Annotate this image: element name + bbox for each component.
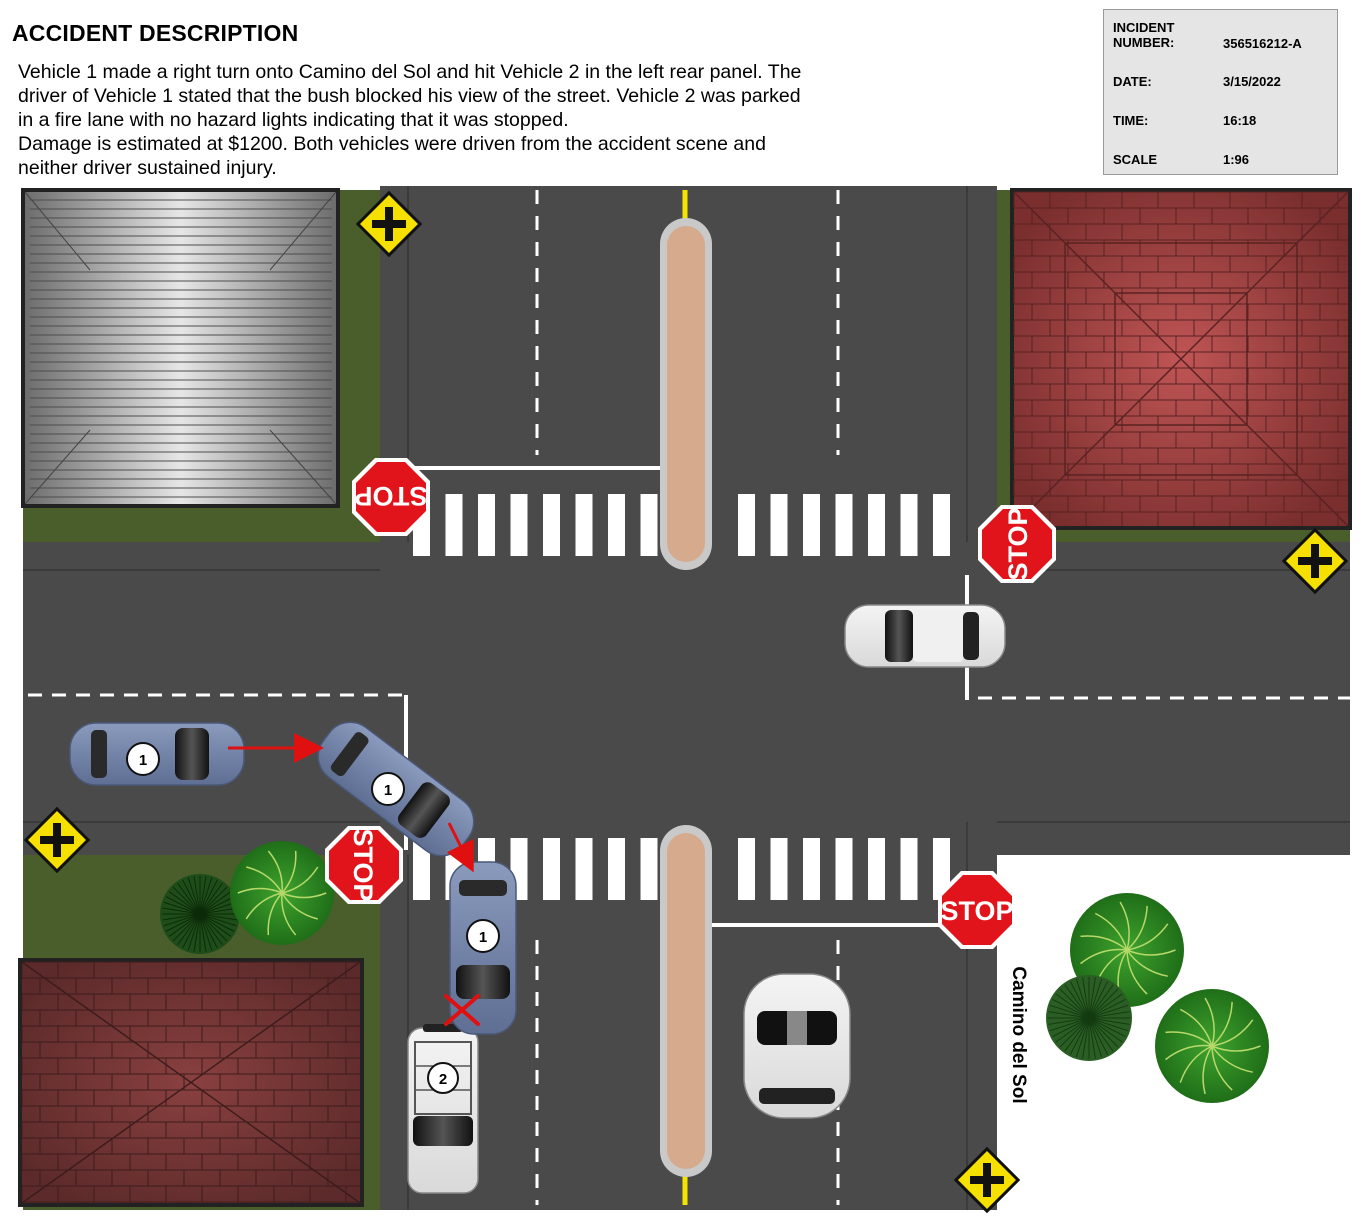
vehicle-2-pickup: 2 [407,1024,479,1194]
scale-value: 1:96 [1223,152,1250,167]
white-car-east [844,604,1006,668]
crosswalk-stripe [640,494,658,556]
crosswalk-stripe [868,838,885,900]
house-nw-gray [21,188,340,508]
stop-sign-sw: STOP [325,826,403,904]
description-line: in a fire lane with no hazard lights ind… [18,109,569,131]
crosswalk-stripe [478,494,495,556]
description-line: driver of Vehicle 1 stated that the bush… [18,85,801,107]
crosswalk-stripe [575,494,593,556]
incident-number-value: 356516212-A [1223,36,1302,51]
description-line: Damage is estimated at $1200. Both vehic… [18,133,766,155]
street-name-text: Camino del Sol [1008,966,1029,1104]
crosswalk-stripe [803,494,820,556]
crossroad-warning-sign-ne [1281,527,1349,595]
bush-se-dark [1046,975,1132,1061]
crosswalk-stripe [933,838,950,900]
incident-info-box: INCIDENT NUMBER: 356516212-A DATE: 3/15/… [1103,9,1338,175]
description-line: Vehicle 1 made a right turn onto Camino … [18,61,802,83]
vehicle-1-label: 1 [139,752,147,769]
time-label: TIME: [1113,113,1149,128]
time-value: 16:18 [1223,113,1257,128]
bush-sw-dark [160,874,240,954]
house-ne-red [1010,188,1352,530]
incident-label-line2: NUMBER: [1113,35,1175,50]
stop-sign-text: STOP [940,896,1013,926]
street-name-label: Camino del Sol [1003,950,1033,1120]
vehicle-1-label: 1 [479,929,487,946]
path-arrow-2 [446,822,474,873]
crosswalk-south [413,838,950,900]
description-line: neither driver sustained injury. [18,157,277,179]
stop-sign-text: STOP [348,828,378,901]
crosswalk-stripe [543,838,560,900]
crosswalk-stripe [543,494,560,556]
page-title: ACCIDENT DESCRIPTION [12,20,299,46]
crosswalk-north [413,494,950,556]
crosswalk-stripe [608,838,625,900]
crosswalk-stripe [900,494,918,556]
crosswalk-stripe [835,838,853,900]
stop-sign-text: STOP [1003,507,1033,580]
vehicle-2-badge [427,1062,459,1094]
accident-description: Vehicle 1 made a right turn onto Camino … [18,60,918,180]
house-sw-brown [18,958,364,1207]
stop-sign-nw: STOP [352,458,430,536]
crossroad-warning-sign-sw [23,806,91,874]
crosswalk-stripe [933,494,950,556]
crosswalk-stripe [738,838,755,900]
stop-sign-ne: STOP [978,505,1056,583]
date-value: 3/15/2022 [1223,74,1281,89]
stop-sign-se: STOP [938,871,1016,949]
vehicle-1-position-a: 1 [69,722,245,786]
crosswalk-stripe [868,494,885,556]
scale-label: SCALE [1113,152,1158,167]
tree-se-2 [1155,989,1269,1103]
vehicle-1-position-b: 1 [317,721,475,857]
crosswalk-stripe [575,838,593,900]
crosswalk-stripe [510,494,528,556]
stop-sign-text: STOP [354,481,427,511]
crosswalk-stripe [445,494,463,556]
tree-sw [230,841,334,945]
vehicle-1-position-c: 1 [449,861,517,1035]
incident-label-line1: INCIDENT [1113,20,1175,35]
date-label: DATE: [1113,74,1152,89]
crosswalk-stripe [770,494,788,556]
impact-point-marker [444,994,480,1026]
crossroad-warning-sign-se [953,1146,1021,1214]
crosswalk-stripe [835,494,853,556]
incident-label: INCIDENT NUMBER: [1113,20,1174,50]
crosswalk-stripe [803,838,820,900]
white-car-north [743,973,851,1119]
crosswalk-stripe [738,494,755,556]
crosswalk-stripe [413,838,430,900]
crosswalk-stripe [770,838,788,900]
crossroad-warning-sign-nw [355,190,423,258]
vehicle-1-label: 1 [384,782,392,799]
crosswalk-stripe [608,494,625,556]
crosswalk-stripe [640,838,658,900]
vehicle-2-label: 2 [439,1071,447,1088]
crosswalk-stripe [900,838,918,900]
